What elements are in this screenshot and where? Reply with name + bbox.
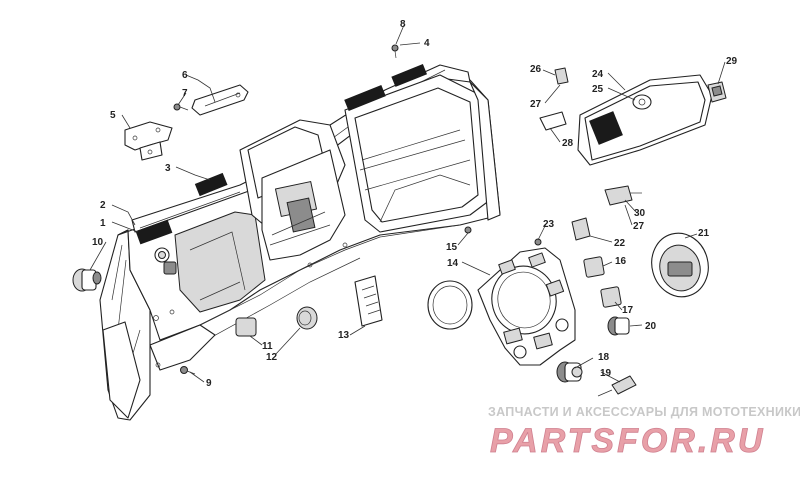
callout-1: 1	[100, 218, 106, 229]
screw-part-7	[173, 103, 189, 111]
round-cap-part-12	[296, 306, 318, 330]
cover-part-24	[577, 74, 713, 166]
callout-23: 23	[543, 219, 555, 230]
callout-numbers: 1 2 3 4 5 6 7 8 9 10 11 12 13 14 15 16 1…	[92, 19, 738, 389]
callout-25: 25	[592, 84, 604, 95]
gauge-part-21	[651, 232, 709, 298]
dashboard-main-panel	[99, 63, 501, 421]
callout-12: 12	[266, 352, 278, 363]
callout-4: 4	[424, 38, 430, 49]
switch-blank-part-11	[235, 317, 257, 337]
callout-5: 5	[110, 110, 116, 121]
clip-part-26	[554, 67, 569, 85]
callout-7: 7	[182, 88, 188, 99]
callout-18: 18	[598, 352, 610, 363]
svg-text:PARTSFOR.RU: PARTSFOR.RU	[490, 422, 765, 460]
clip-part-28	[539, 111, 567, 131]
callout-26: 26	[530, 64, 542, 75]
callout-16: 16	[615, 256, 627, 267]
callout-20: 20	[645, 321, 657, 332]
bracket-part-6	[191, 84, 249, 116]
leader-lines	[89, 24, 726, 383]
screw-part-8	[391, 44, 399, 59]
ignition-part-18	[556, 361, 583, 383]
callout-2: 2	[100, 200, 106, 211]
bracket-part-5	[124, 121, 173, 161]
callout-6: 6	[182, 70, 188, 81]
callout-24: 24	[592, 69, 604, 80]
ring-part	[427, 280, 473, 330]
callout-29: 29	[726, 56, 738, 67]
callout-8: 8	[400, 19, 406, 30]
callout-13: 13	[338, 330, 350, 341]
callout-27b: 27	[633, 221, 645, 232]
clip-part-22	[571, 217, 591, 241]
plug-part-20	[607, 316, 630, 336]
shift-plate-part-13	[354, 275, 383, 327]
watermark-logo: PARTSFOR.RU	[490, 422, 765, 461]
callout-11: 11	[262, 341, 273, 352]
switch-part-29	[707, 81, 727, 103]
knob-part-10	[72, 268, 102, 292]
screw-part-23	[534, 238, 542, 246]
callout-17: 17	[622, 305, 634, 316]
callout-28: 28	[562, 138, 574, 149]
switch-part-16	[583, 256, 605, 278]
callout-15: 15	[446, 242, 458, 253]
screw-part-9	[180, 366, 196, 375]
socket-part-30	[604, 185, 642, 206]
callout-3: 3	[165, 163, 171, 174]
callout-21: 21	[698, 228, 710, 239]
watermark-caption: ЗАПЧАСТИ И АКСЕССУАРЫ ДЛЯ МОТОТЕХНИКИ	[488, 405, 800, 419]
screw-part-15	[464, 226, 472, 234]
callout-19: 19	[600, 368, 612, 379]
callout-22: 22	[614, 238, 626, 249]
callout-27a: 27	[530, 99, 542, 110]
switch-part-17	[600, 286, 622, 308]
key-part-19	[597, 375, 637, 397]
callout-10: 10	[92, 237, 104, 248]
callout-9: 9	[206, 378, 212, 389]
callout-30: 30	[634, 208, 646, 219]
callout-14: 14	[447, 258, 459, 269]
instrument-bezel-part-14	[477, 247, 576, 366]
